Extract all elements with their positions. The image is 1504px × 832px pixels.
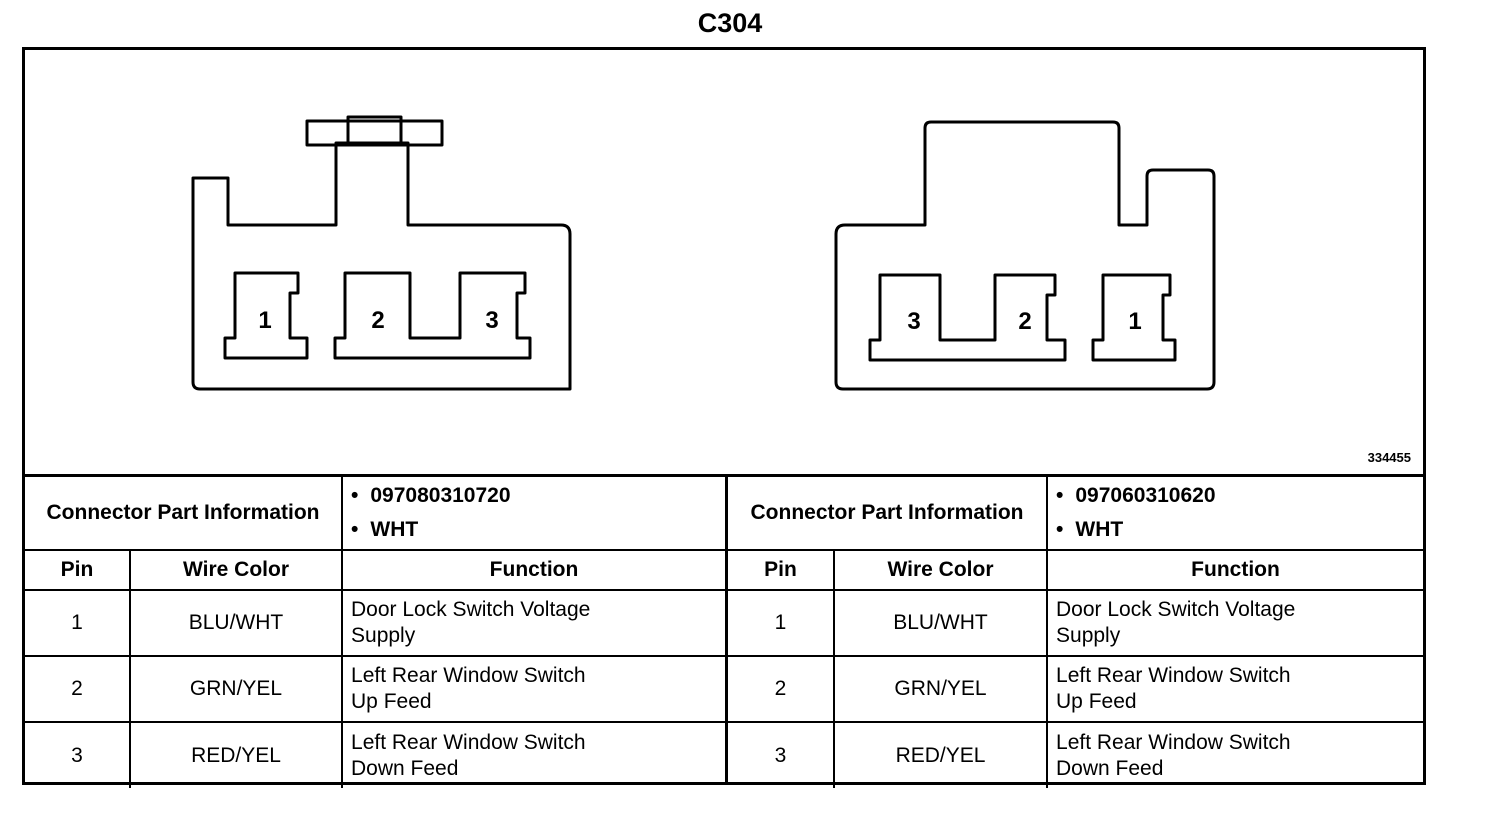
connector-frame: 1 2 3 3 2 1 334455 Connector Part Inform…: [22, 47, 1426, 788]
wire-color-cell: RED/YEL: [832, 721, 1049, 788]
wire-color-cell: RED/YEL: [128, 721, 344, 788]
part-color: WHT: [351, 513, 717, 547]
part-number: 097080310720: [351, 479, 717, 513]
left-connector-latch: [305, 119, 444, 147]
pin-cell: 1: [25, 589, 131, 657]
left-pin-label: 3: [485, 307, 498, 334]
function-line: Up Feed: [351, 690, 432, 713]
part-color: WHT: [1056, 513, 1415, 547]
right-pin-label: 2: [1018, 308, 1031, 335]
table-header-row: Pin Wire Color Function: [728, 549, 1423, 591]
function-header: Function: [341, 549, 725, 591]
right-connector-body: [834, 120, 1216, 391]
table-row: Connector Part Information 097060310620 …: [728, 477, 1423, 551]
left-connector-body: [191, 141, 572, 391]
wire-color-cell: GRN/YEL: [128, 655, 344, 723]
function-line: Left Rear Window Switch: [1056, 730, 1291, 754]
left-pin-cavity-1: [223, 271, 309, 360]
connector-diagram-area: 1 2 3 3 2 1 334455: [25, 50, 1423, 474]
function-line: Supply: [1056, 624, 1121, 647]
table-row: Connector Part Information 097080310720 …: [25, 477, 725, 551]
right-pin-label: 1: [1128, 308, 1141, 335]
connector-part-info-label: Connector Part Information: [728, 477, 1049, 551]
table-row: 2 GRN/YEL Left Rear Window Switch Up Feed: [728, 655, 1423, 723]
connector-part-info: 097080310720 WHT: [341, 477, 725, 551]
function-line: Left Rear Window Switch: [351, 730, 586, 754]
wire-color-header: Wire Color: [128, 549, 344, 591]
function-line: Up Feed: [1056, 690, 1137, 713]
function-line: Down Feed: [351, 756, 459, 780]
left-connector-table-wrap: Connector Part Information 097080310720 …: [25, 477, 725, 788]
left-pin-label: 2: [371, 307, 384, 334]
figure-number: 334455: [1367, 450, 1411, 465]
function-cell: Left Rear Window Switch Up Feed: [341, 655, 725, 723]
function-header: Function: [1046, 549, 1423, 591]
left-connector-latch-center: [346, 115, 403, 147]
wire-color-cell: BLU/WHT: [128, 589, 344, 657]
connector-part-info: 097060310620 WHT: [1046, 477, 1423, 551]
pin-cell: 2: [25, 655, 131, 723]
right-connector-table-wrap: Connector Part Information 097060310620 …: [725, 477, 1423, 788]
wire-color-cell: BLU/WHT: [832, 589, 1049, 657]
function-line: Supply: [351, 624, 416, 647]
function-line: Left Rear Window Switch: [351, 664, 586, 687]
table-header-row: Pin Wire Color Function: [25, 549, 725, 591]
connector-part-info-label: Connector Part Information: [25, 477, 344, 551]
left-pin-cavity-2-3: [333, 271, 532, 360]
function-line: Left Rear Window Switch: [1056, 664, 1291, 687]
left-pin-label: 1: [258, 307, 271, 334]
wire-color-header: Wire Color: [832, 549, 1049, 591]
right-pin-cavity-1: [1091, 273, 1177, 362]
left-connector-table: Connector Part Information 097080310720 …: [25, 477, 725, 788]
function-line: Down Feed: [1056, 756, 1164, 780]
connector-drawings: 1 2 3 3 2 1: [191, 115, 1216, 391]
pin-cell: 2: [728, 655, 835, 723]
connector-title: C304: [697, 8, 763, 38]
function-line: Door Lock Switch Voltage: [351, 598, 591, 621]
table-row: 2 GRN/YEL Left Rear Window Switch Up Feed: [25, 655, 725, 723]
pin-cell: 3: [25, 721, 131, 788]
function-cell: Left Rear Window Switch Up Feed: [1046, 655, 1423, 723]
wire-color-cell: GRN/YEL: [832, 655, 1049, 723]
part-number: 097060310620: [1056, 479, 1415, 513]
pin-cell: 3: [728, 721, 835, 788]
right-connector-table: Connector Part Information 097060310620 …: [728, 477, 1423, 788]
right-pin-cavity-3-2: [868, 273, 1067, 362]
connector-tables: Connector Part Information 097080310720 …: [25, 474, 1423, 788]
pin-header: Pin: [25, 549, 131, 591]
function-line: Door Lock Switch Voltage: [1056, 598, 1296, 621]
pin-cell: 1: [728, 589, 835, 657]
pin-header: Pin: [728, 549, 835, 591]
right-pin-label: 3: [907, 308, 920, 335]
